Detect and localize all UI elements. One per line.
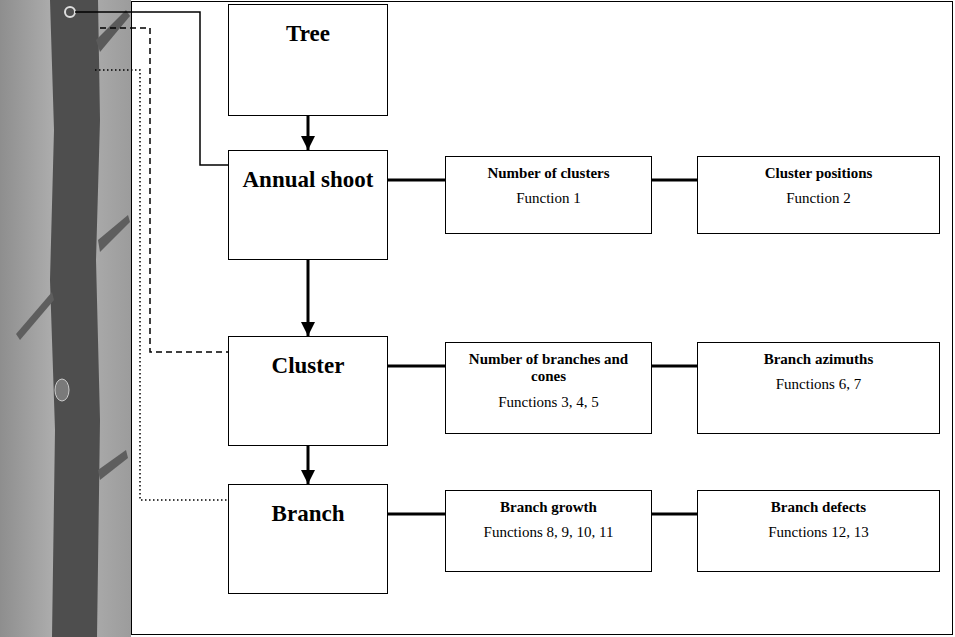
link-line: [388, 179, 445, 182]
box-title: Number of clusters: [456, 165, 641, 182]
function-label: Functions 8, 9, 10, 11: [456, 524, 641, 541]
box-title: Cluster positions: [708, 165, 929, 182]
hierarchy-arrow: [307, 260, 310, 336]
leader-dotted: [95, 70, 228, 500]
level-box: Annual shoot: [228, 150, 388, 260]
function-label: Functions 6, 7: [708, 376, 929, 393]
submodel-box: Cluster positionsFunction 2: [697, 156, 940, 234]
submodel-box: Branch growthFunctions 8, 9, 10, 11: [445, 490, 652, 572]
link-line: [652, 179, 697, 182]
box-title: Branch azimuths: [708, 351, 929, 368]
submodel-box: Number of clustersFunction 1: [445, 156, 652, 234]
frame: [132, 2, 953, 635]
function-label: Functions 12, 13: [708, 524, 929, 541]
branch-stub: [96, 10, 130, 52]
hierarchy-arrow: [307, 116, 310, 150]
leader-dashed: [100, 28, 228, 352]
whorl-mark: [65, 7, 75, 17]
box-title: Tree: [237, 21, 379, 47]
branch-stub: [98, 215, 130, 252]
box-title: Cluster: [237, 353, 379, 379]
tree-trunk: [50, 0, 100, 637]
box-title: Branch growth: [456, 499, 641, 516]
link-line: [652, 513, 697, 516]
branch-stub: [16, 292, 54, 340]
box-title: Branch defects: [708, 499, 929, 516]
cone-mark: [55, 379, 69, 401]
function-label: Function 1: [456, 190, 641, 207]
box-title: Number of branches and cones: [456, 351, 641, 386]
link-line: [388, 513, 445, 516]
submodel-box: Branch defectsFunctions 12, 13: [697, 490, 940, 572]
photo-ground: [0, 0, 131, 637]
level-box: Cluster: [228, 336, 388, 446]
link-line: [652, 365, 697, 368]
link-line: [388, 365, 445, 368]
level-box: Branch: [228, 484, 388, 594]
submodel-box: Number of branches and conesFunctions 3,…: [445, 342, 652, 434]
level-box: Tree: [228, 4, 388, 116]
branch-stub: [98, 450, 128, 480]
leader-solid: [75, 12, 228, 165]
submodel-box: Branch azimuthsFunctions 6, 7: [697, 342, 940, 434]
function-label: Functions 3, 4, 5: [456, 394, 641, 411]
hierarchy-arrow: [307, 446, 310, 484]
function-label: Function 2: [708, 190, 929, 207]
box-title: Annual shoot: [237, 167, 379, 193]
box-title: Branch: [237, 501, 379, 527]
